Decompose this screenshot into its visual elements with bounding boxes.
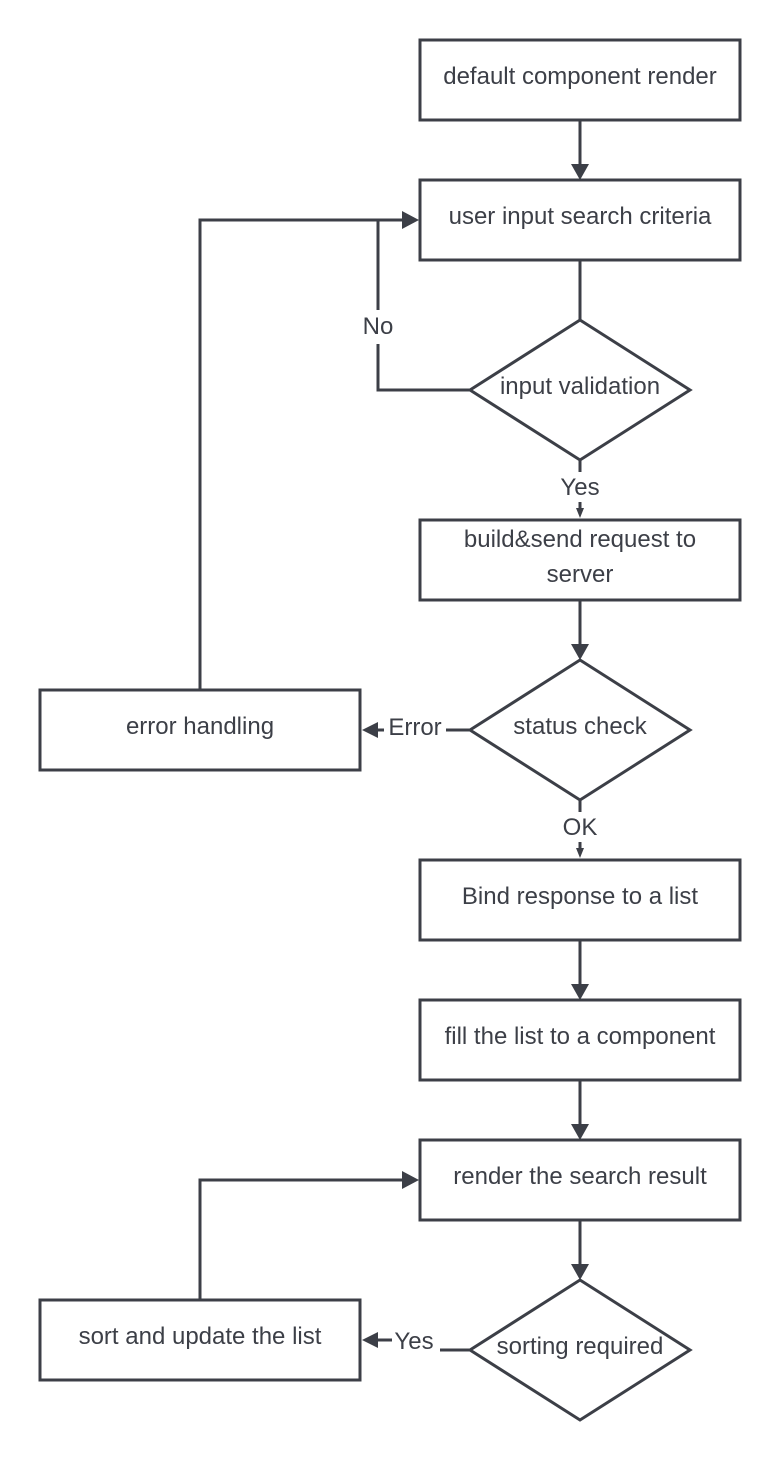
node-bind-response-label: Bind response to a list bbox=[462, 883, 698, 910]
edge-sort-to-render bbox=[198, 1171, 419, 1300]
node-sorting-required-label: sorting required bbox=[497, 1333, 664, 1360]
edge-status-ok bbox=[576, 800, 584, 858]
node-default-render-label: default component render bbox=[443, 63, 717, 90]
edge-validation-no bbox=[358, 211, 470, 392]
node-user-input: user input search criteria bbox=[418, 178, 742, 262]
edge-build-to-status bbox=[571, 600, 589, 660]
node-status-check-label: status check bbox=[513, 713, 647, 740]
edge-label-error: Error bbox=[388, 714, 441, 741]
edge-label-validation-yes: Yes bbox=[560, 474, 599, 501]
edge-validation-yes bbox=[576, 460, 584, 518]
edge-fill-to-render bbox=[571, 1080, 589, 1140]
edge-bind-to-fill bbox=[571, 940, 589, 1000]
edge-sorting-yes bbox=[362, 1332, 470, 1352]
node-sorting-required: sorting required bbox=[467, 1278, 693, 1422]
node-fill-list-label: fill the list to a component bbox=[445, 1023, 716, 1050]
node-fill-list: fill the list to a component bbox=[418, 998, 742, 1082]
node-error-handling: error handling bbox=[38, 688, 362, 772]
edge-label-no: No bbox=[363, 313, 394, 340]
node-bind-response: Bind response to a list bbox=[418, 858, 742, 942]
node-status-check: status check bbox=[467, 658, 693, 802]
node-sort-update: sort and update the list bbox=[38, 1298, 362, 1382]
node-user-input-label: user input search criteria bbox=[449, 203, 712, 230]
edge-label-sorting-yes: Yes bbox=[394, 1328, 433, 1355]
node-build-send: build&send request to server bbox=[418, 518, 742, 602]
node-render-result-label: render the search result bbox=[453, 1163, 707, 1190]
node-sort-update-label: sort and update the list bbox=[79, 1323, 322, 1350]
node-input-validation-label: input validation bbox=[500, 373, 660, 400]
node-build-send-label-line1: build&send request to bbox=[464, 526, 696, 553]
node-render-result: render the search result bbox=[418, 1138, 742, 1222]
node-error-handling-label: error handling bbox=[126, 713, 274, 740]
edge-render-to-sorting bbox=[571, 1220, 589, 1280]
edge-label-ok: OK bbox=[563, 814, 598, 841]
edge-error-to-input bbox=[198, 218, 402, 690]
node-default-render: default component render bbox=[418, 38, 742, 122]
edge-render-to-input bbox=[571, 120, 589, 180]
edge-status-error bbox=[362, 722, 470, 738]
node-build-send-label-line2: server bbox=[547, 561, 614, 588]
node-input-validation: input validation bbox=[467, 318, 693, 462]
